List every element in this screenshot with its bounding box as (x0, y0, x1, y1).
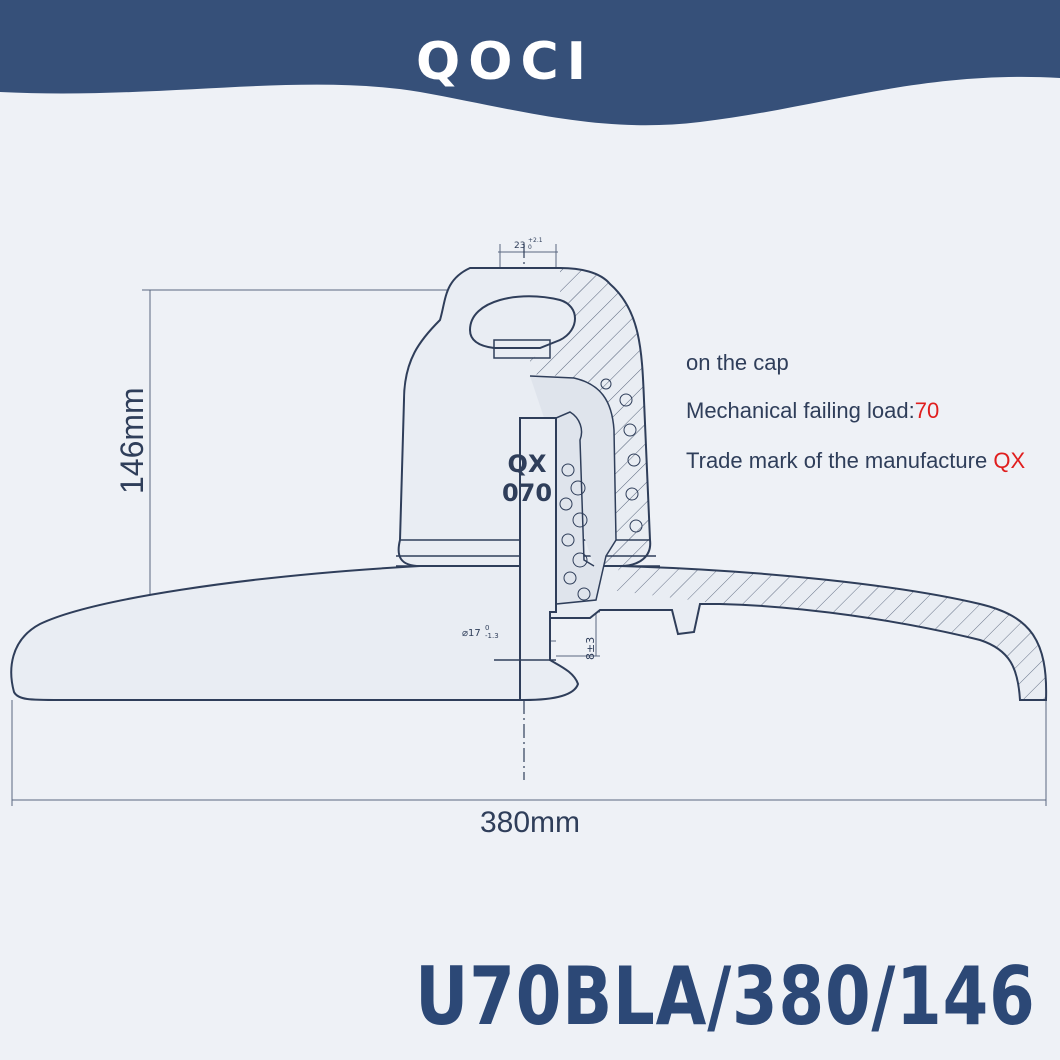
height-dimension-label: 146mm (114, 387, 150, 494)
spec-line-load: Mechanical failing load:70 (686, 398, 939, 424)
cap-marking-line1: QX (507, 450, 547, 478)
diameter-dimension-label: 380mm (479, 806, 581, 839)
pin-width-dim: 23 (514, 241, 525, 251)
bore-tol-upper: 0 (485, 624, 489, 632)
cement-granules (559, 378, 643, 601)
cap-marking: QX 070 (496, 450, 558, 508)
pin-width-tol-upper: +2.1 (528, 237, 543, 244)
cap-marking-line2: 070 (501, 479, 553, 507)
spec-line-cap: on the cap (686, 350, 789, 376)
gap-dim: 8±3 (584, 637, 597, 660)
brand-logo: QOCI (416, 32, 594, 92)
header-banner (0, 0, 1060, 126)
spec-cap-label: on the cap (686, 350, 789, 375)
spec-trademark-value: QX (993, 448, 1026, 473)
bore-tol-lower: -1.3 (485, 632, 499, 640)
spec-line-trademark: Trade mark of the manufacture QX (686, 448, 1025, 474)
spec-load-label: Mechanical failing load: (686, 398, 915, 423)
spec-trademark-label: Trade mark of the manufacture (686, 448, 994, 473)
model-number: U70BLA/380/146 (415, 950, 1036, 1043)
pin-width-tol-lower: 0 (528, 244, 532, 251)
bore-dim: ⌀17 (462, 628, 481, 639)
spec-load-value: 70 (914, 398, 940, 423)
